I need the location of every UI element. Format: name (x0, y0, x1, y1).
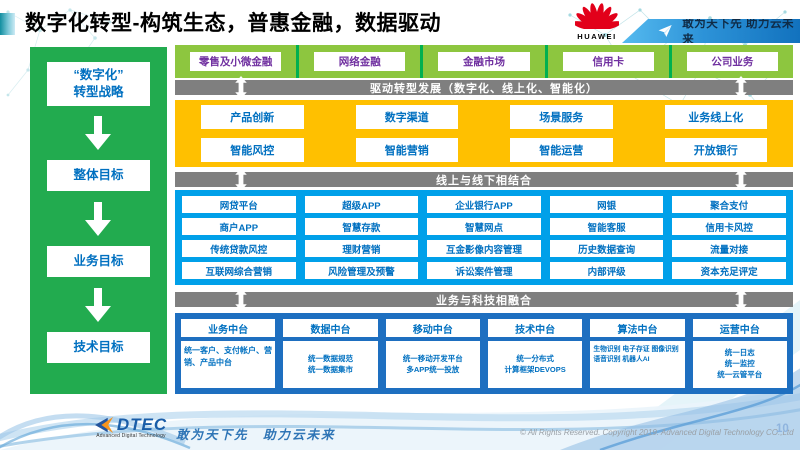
platform-band: 业务中台 统一客户、支付帐户、营销、产品中台 数据中台 统一数据规范 统一数据集… (175, 313, 793, 394)
updown-arrow-icon (235, 288, 247, 311)
capability-label: 开放银行 (664, 138, 767, 163)
connector-bar-online-offline: 线上与线下相结合 (175, 168, 793, 191)
updown-arrow-icon (735, 288, 747, 311)
huawei-flower-icon (572, 3, 622, 31)
title-accent-bar (0, 13, 15, 35)
ribbon-slogan-text: 敢为天下先 助力云未来 (682, 18, 794, 46)
sidebar-item-technology-goal: 技术目标 (47, 332, 150, 363)
dtec-wordmark: DTEC (116, 415, 168, 434)
application-label: 互金影像内容管理 (427, 240, 541, 257)
platform-title: 算法中台 (590, 319, 685, 337)
application-label: 企业银行APP (427, 196, 541, 213)
business-line-cell: 金融市场 (423, 45, 545, 78)
platform-column: 业务中台 统一客户、支付帐户、营销、产品中台 (181, 319, 276, 388)
down-arrow-icon (85, 288, 111, 322)
platform-column: 运营中台 统一日志 统一监控 统一云管平台 (692, 319, 787, 388)
application-label: 风险管理及预警 (304, 262, 419, 279)
application-label: 智慧网点 (427, 218, 541, 235)
business-line-cell: 信用卡 (547, 45, 669, 78)
copyright-text: © All Rights Reserved. Copyright 2019. A… (520, 428, 794, 437)
application-label: 诉讼案件管理 (427, 262, 541, 279)
capability-label: 场景服务 (510, 104, 613, 129)
platform-detail: 统一分布式 计算框架DEVOPS (487, 341, 583, 388)
application-label: 信用卡风控 (672, 218, 786, 235)
platform-column: 数据中台 统一数据规范 统一数据集市 (283, 319, 378, 388)
dtec-subtext: Advanced Digital Technology (96, 433, 166, 439)
application-label: 聚合支付 (672, 196, 786, 213)
application-label: 传统贷款风控 (182, 240, 296, 257)
platform-column: 算法中台 生物识别 电子存证 图像识别 语音识别 机器人AI (590, 319, 685, 388)
business-line-label: 零售及小微金融 (190, 52, 282, 71)
platform-title: 数据中台 (283, 319, 378, 337)
platform-title: 业务中台 (181, 319, 276, 337)
application-label: 网贷平台 (182, 196, 296, 213)
platform-detail: 统一数据规范 统一数据集市 (283, 341, 378, 388)
huawei-logo: HUAWEI (569, 3, 625, 41)
footer-slogan: 敢为天下先 助力云未来 (176, 428, 336, 442)
sidebar-item-business-goal: 业务目标 (47, 246, 150, 277)
platform-title: 运营中台 (692, 319, 787, 337)
application-label: 智能客服 (549, 218, 664, 235)
paper-plane-icon (658, 25, 672, 37)
connector-bar-drive: 驱动转型发展（数字化、线上化、智能化） (175, 76, 793, 99)
capability-label: 智能营销 (355, 138, 458, 163)
sidebar-item-overall-goal: 整体目标 (47, 160, 150, 191)
platform-column: 技术中台 统一分布式 计算框架DEVOPS (487, 319, 583, 388)
platform-detail: 统一日志 统一监控 统一云管平台 (692, 341, 787, 388)
platform-detail: 统一客户、支付帐户、营销、产品中台 (181, 341, 276, 388)
page-title: 数字化转型-构筑生态，普惠金融，数据驱动 (25, 12, 441, 35)
huawei-wordmark: HUAWEI (577, 32, 617, 41)
capability-label: 智能运营 (510, 138, 613, 163)
dtec-arrow-icon (94, 416, 114, 434)
business-line-label: 网络金融 (314, 52, 406, 71)
platform-detail: 统一移动开发平台 多APP统一投放 (385, 341, 480, 388)
connector-bar-label: 业务与科技相融合 (436, 294, 532, 307)
down-arrow-icon (85, 116, 111, 150)
connector-bar-tech-fusion: 业务与科技相融合 (175, 288, 793, 311)
down-arrow-icon (85, 202, 111, 236)
updown-arrow-icon (735, 168, 747, 191)
capability-label: 数字渠道 (355, 104, 458, 129)
application-label: 网银 (549, 196, 664, 213)
capability-label: 产品创新 (201, 104, 304, 129)
platform-title: 移动中台 (385, 319, 480, 337)
capability-band: 产品创新 数字渠道 场景服务 业务线上化 智能风控 智能营销 智能运营 开放银行 (175, 100, 793, 167)
updown-arrow-icon (735, 76, 747, 99)
application-label: 历史数据查询 (549, 240, 664, 257)
application-label: 资本充足评定 (672, 262, 786, 279)
dtec-logo: DTEC Advanced Digital Technology (76, 415, 186, 439)
application-label: 互联网综合营销 (182, 262, 296, 279)
application-band: 网贷平台 超级APP 企业银行APP 网银 聚合支付 商户APP 智慧存款 智慧… (175, 190, 793, 285)
application-label: 智慧存款 (304, 218, 419, 235)
strategy-sidebar: “数字化” 转型战略 整体目标 业务目标 技术目标 (30, 47, 167, 394)
business-line-label: 金融市场 (438, 52, 530, 71)
connector-bar-label: 线上与线下相结合 (436, 174, 532, 187)
application-label: 理财营销 (304, 240, 419, 257)
updown-arrow-icon (235, 168, 247, 191)
business-line-label: 公司业务 (686, 52, 779, 71)
business-line-cell: 零售及小微金融 (175, 45, 297, 78)
capability-label: 业务线上化 (664, 104, 767, 129)
business-line-cell: 公司业务 (671, 45, 794, 78)
application-label: 流量对接 (672, 240, 786, 257)
business-lines-row: 零售及小微金融 网络金融 金融市场 信用卡 公司业务 (175, 45, 794, 78)
application-label: 商户APP (182, 218, 296, 235)
platform-column: 移动中台 统一移动开发平台 多APP统一投放 (385, 319, 480, 388)
platform-title: 技术中台 (487, 319, 583, 337)
business-line-cell: 网络金融 (299, 45, 421, 78)
sidebar-item-strategy: “数字化” 转型战略 (47, 62, 150, 106)
business-line-label: 信用卡 (562, 52, 654, 71)
application-label: 超级APP (304, 196, 419, 213)
platform-detail: 生物识别 电子存证 图像识别 语音识别 机器人AI (590, 341, 685, 388)
capability-label: 智能风控 (201, 138, 304, 163)
updown-arrow-icon (235, 76, 247, 99)
connector-bar-label: 驱动转型发展（数字化、线上化、智能化） (370, 82, 598, 95)
application-label: 内部评级 (549, 262, 664, 279)
slogan-ribbon: 敢为天下先 助力云未来 (622, 19, 800, 43)
page-number: 10 (776, 423, 789, 435)
